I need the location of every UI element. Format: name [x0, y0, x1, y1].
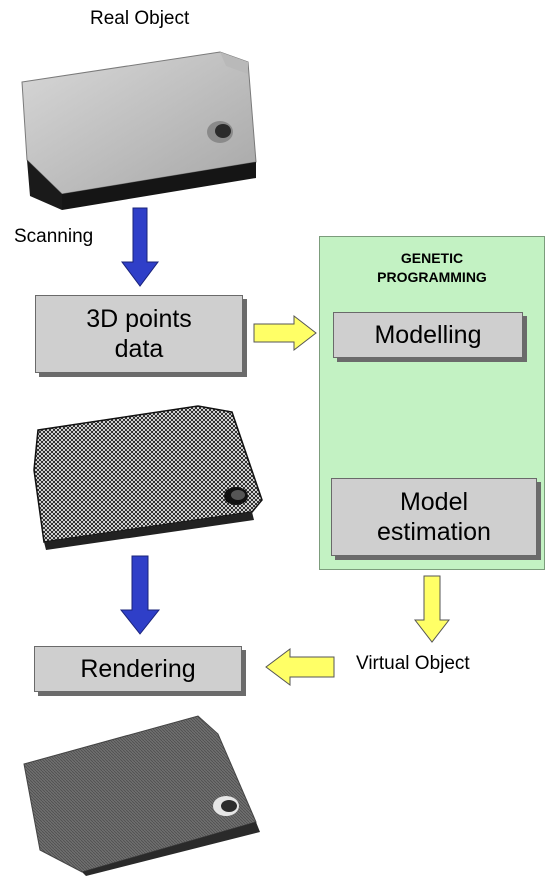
genetic-programming-title: GENETIC PROGRAMMING	[377, 250, 487, 285]
rendering-box: Rendering	[34, 646, 242, 692]
virtual-object-label: Virtual Object	[356, 653, 470, 674]
real-object-image	[21, 51, 257, 210]
yellow-arrow-to-modelling	[253, 314, 317, 352]
model-estimation-box: Model estimation	[331, 478, 537, 556]
blue-arrow-scanning	[121, 207, 159, 287]
points-data-box: 3D points data	[35, 295, 243, 373]
rendered-object-image	[23, 715, 260, 876]
point-cloud-image	[33, 405, 263, 550]
blue-arrow-rendering	[119, 555, 161, 635]
real-object-label: Real Object	[90, 8, 190, 29]
yellow-arrow-to-virtual-object	[413, 575, 451, 643]
scanning-label: Scanning	[14, 226, 94, 247]
modelling-box: Modelling	[333, 312, 523, 358]
yellow-arrow-to-rendering	[265, 648, 335, 686]
